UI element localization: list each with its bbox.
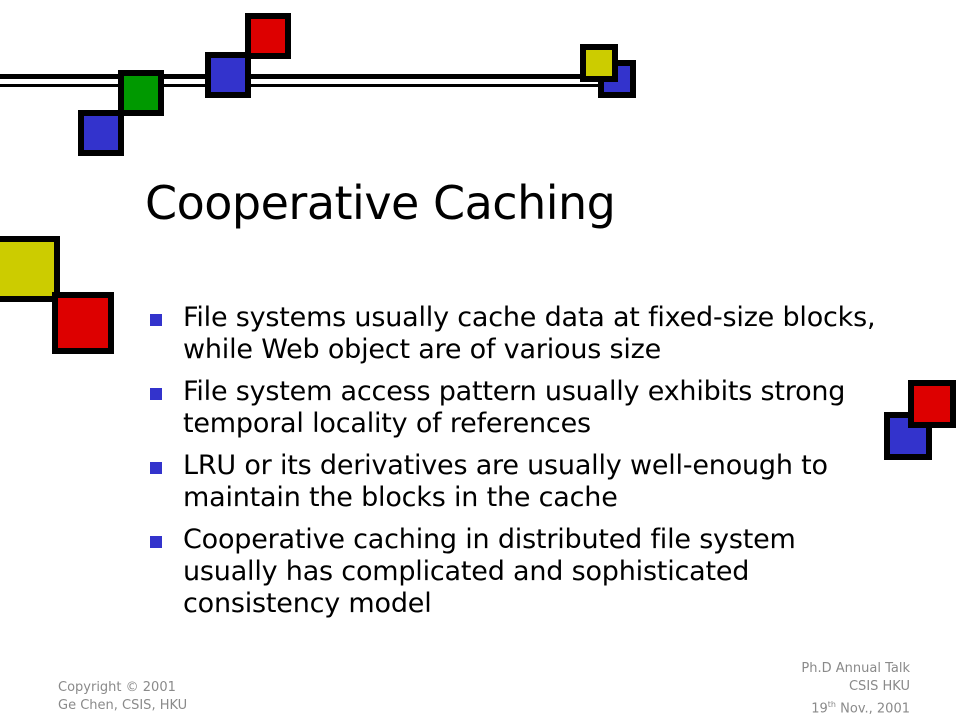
top-rule-lower — [0, 84, 600, 87]
deco-square-yellow-1 — [580, 44, 618, 82]
bullet-text: File systems usually cache data at fixed… — [183, 302, 876, 365]
bullet-item: File system access pattern usually exhib… — [148, 376, 888, 440]
deco-square-blue-1 — [78, 110, 124, 156]
bullet-item: File systems usually cache data at fixed… — [148, 302, 888, 366]
square-bullet-icon — [150, 388, 162, 400]
bullet-item: Cooperative caching in distributed file … — [148, 524, 888, 620]
deco-square-red-2 — [52, 292, 114, 354]
square-bullet-icon — [150, 536, 162, 548]
bullet-text: LRU or its derivatives are usually well-… — [183, 450, 828, 513]
footer-event: Ph.D Annual Talk CSIS HKU 19th Nov., 200… — [801, 660, 910, 718]
bullet-text: File system access pattern usually exhib… — [183, 376, 846, 439]
top-rule-upper — [0, 74, 610, 79]
footer-event-name: Ph.D Annual Talk — [801, 661, 910, 676]
bullet-item: LRU or its derivatives are usually well-… — [148, 450, 888, 514]
footer-copyright: Copyright © 2001 Ge Chen, CSIS, HKU — [58, 679, 187, 715]
deco-square-green — [118, 70, 164, 116]
deco-square-yellow-2 — [0, 236, 60, 302]
bullet-text: Cooperative caching in distributed file … — [183, 524, 796, 619]
deco-square-blue-2 — [205, 52, 251, 98]
footer-date-suffix: th — [827, 700, 837, 709]
footer-author-line: Ge Chen, CSIS, HKU — [58, 698, 188, 713]
bullet-list: File systems usually cache data at fixed… — [148, 302, 888, 630]
slide-title: Cooperative Caching — [145, 176, 616, 230]
footer-date-rest: Nov., 2001 — [836, 701, 910, 717]
deco-square-red-3 — [908, 380, 956, 428]
square-bullet-icon — [150, 314, 162, 326]
square-bullet-icon — [150, 462, 162, 474]
footer-date-day: 19 — [811, 701, 828, 717]
footer-event-date: 19th Nov., 2001 — [801, 696, 910, 718]
footer-copyright-line: Copyright © 2001 — [58, 680, 176, 695]
deco-square-red-1 — [245, 13, 291, 59]
footer-event-org: CSIS HKU — [848, 679, 910, 694]
